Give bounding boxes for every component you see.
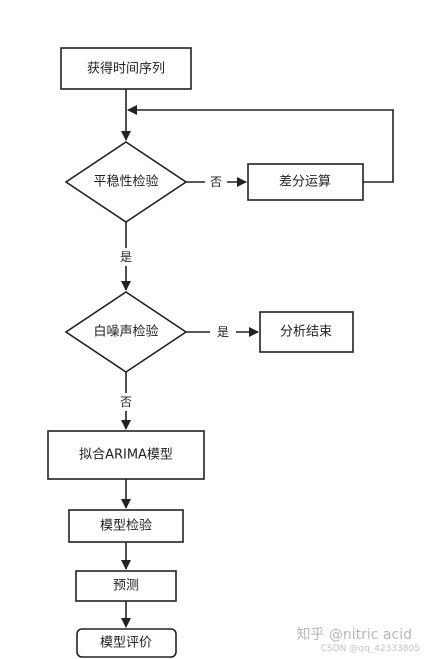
watermark-csdn: CSDN @qq_42333805	[321, 644, 420, 654]
edge-label-whitenoise-yes: 是	[217, 325, 229, 339]
node-difference-label: 差分运算	[279, 175, 331, 190]
edge-difference-loop-back	[127, 105, 394, 183]
edge-label-whitenoise-no: 否	[120, 395, 132, 409]
node-stationarity-diamond	[64, 141, 188, 223]
node-analysis-end-box	[259, 311, 354, 353]
node-model-eval-box	[76, 628, 177, 658]
node-white-noise-diamond	[64, 291, 188, 373]
node-analysis-end-label: 分析结束	[280, 325, 332, 340]
node-white-noise-label: 白噪声检验	[93, 324, 158, 340]
node-model-check-label: 模型检验	[100, 518, 152, 534]
node-fit-arima-box	[47, 430, 205, 480]
node-get-series-label: 获得时间序列	[87, 61, 165, 77]
node-model-eval-label: 模型评价	[100, 636, 152, 651]
node-difference-box	[247, 163, 364, 201]
edge-label-stationarity-yes: 是	[120, 250, 132, 264]
node-model-check-box	[68, 509, 184, 543]
edge-label-stationarity-no: 否	[210, 175, 222, 189]
node-predict-label: 预测	[113, 579, 139, 594]
node-get-series-box	[60, 47, 192, 90]
node-stationarity-label: 平稳性检验	[93, 174, 158, 190]
watermark-zhihu: 知乎 @nitric acid	[296, 626, 412, 643]
node-predict-box	[75, 570, 177, 602]
node-fit-arima-label: 拟合ARIMA模型	[79, 448, 173, 463]
